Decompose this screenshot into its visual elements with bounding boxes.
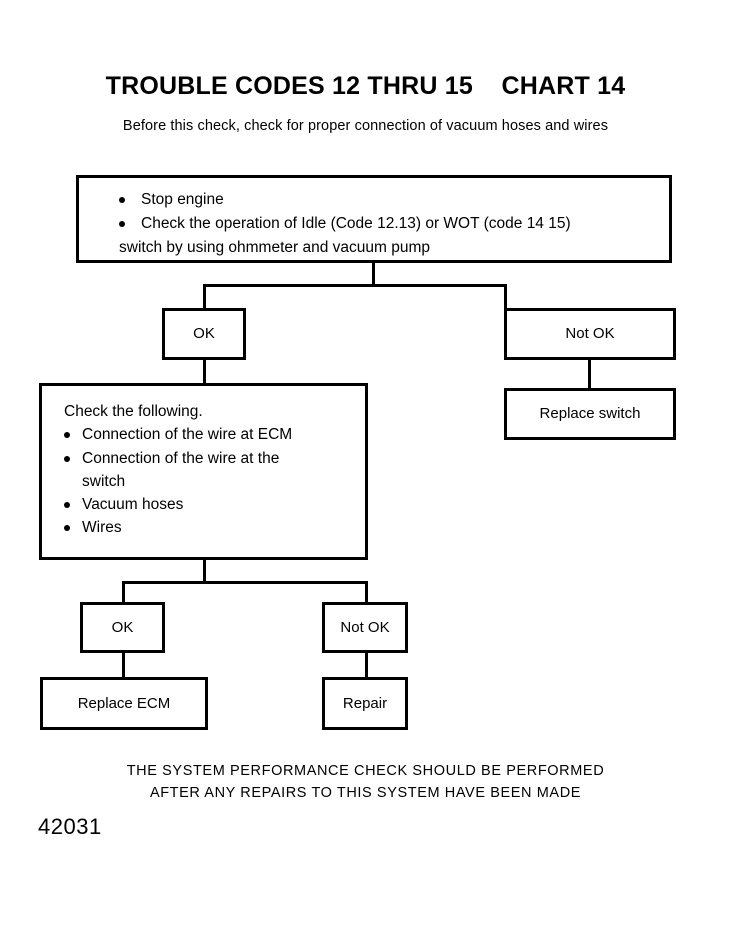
node-repair-label: Repair bbox=[342, 694, 388, 712]
connector-to-ok-2 bbox=[122, 581, 125, 604]
node-checklist: Check the following. Connection of the w… bbox=[39, 383, 368, 560]
checklist-item: Connection of the wire at the bbox=[60, 447, 355, 470]
node-replace-switch: Replace switch bbox=[504, 388, 676, 440]
node-ok-1: OK bbox=[162, 308, 246, 360]
node-not-ok-1: Not OK bbox=[504, 308, 676, 360]
initial-check-line-2: Check the operation of Idle (Code 12.13)… bbox=[119, 212, 657, 236]
connector-split-bar-2 bbox=[122, 581, 368, 584]
initial-check-line-3: switch by using ohmmeter and vacuum pump bbox=[119, 239, 431, 257]
connector-split-bar-1 bbox=[203, 284, 507, 287]
connector-ok2-to-replace-ecm bbox=[122, 653, 125, 678]
checklist-item: Wires bbox=[60, 516, 355, 539]
node-replace-ecm-label: Replace ECM bbox=[77, 694, 171, 712]
node-not-ok-2: Not OK bbox=[322, 602, 408, 653]
connector-to-notok-2 bbox=[365, 581, 368, 604]
connector-to-notok-1 bbox=[504, 284, 507, 310]
node-repair: Repair bbox=[322, 677, 408, 730]
checklist-item: Vacuum hoses bbox=[60, 493, 355, 516]
connector-ok1-to-checklist bbox=[203, 360, 206, 384]
node-ok-2-label: OK bbox=[111, 618, 134, 636]
checklist-item-continuation: switch bbox=[82, 472, 126, 490]
node-not-ok-2-label: Not OK bbox=[340, 618, 390, 636]
footer-note: THE SYSTEM PERFORMANCE CHECK SHOULD BE P… bbox=[0, 760, 731, 805]
checklist-item: Connection of the wire at ECM bbox=[60, 423, 355, 446]
connector-to-ok-1 bbox=[203, 284, 206, 310]
checklist-items: Connection of the wire at ECM Connection… bbox=[60, 423, 355, 539]
footer-note-line-1: THE SYSTEM PERFORMANCE CHECK SHOULD BE P… bbox=[126, 763, 605, 779]
connector-checklist-drop bbox=[203, 560, 206, 584]
connector-notok1-to-replace-switch bbox=[588, 360, 591, 388]
page-title: TROUBLE CODES 12 THRU 15 CHART 14 bbox=[105, 72, 626, 100]
connector-notok2-to-repair bbox=[365, 653, 368, 678]
footer-note-line-2: AFTER ANY REPAIRS TO THIS SYSTEM HAVE BE… bbox=[149, 785, 582, 802]
node-initial-check-body: Stop engine Check the operation of Idle … bbox=[79, 178, 669, 268]
node-ok-2: OK bbox=[80, 602, 165, 653]
node-replace-ecm: Replace ECM bbox=[40, 677, 208, 730]
node-initial-check: Stop engine Check the operation of Idle … bbox=[76, 175, 672, 263]
node-not-ok-1-label: Not OK bbox=[565, 325, 615, 343]
node-replace-switch-label: Replace switch bbox=[539, 405, 641, 423]
checklist-lead: Check the following. bbox=[64, 403, 203, 420]
node-ok-1-label: OK bbox=[193, 325, 215, 343]
initial-check-line-1: Stop engine bbox=[119, 188, 657, 212]
document-number: 42031 bbox=[38, 814, 102, 839]
connector-topbox-drop bbox=[372, 263, 375, 287]
page-subtitle: Before this check, check for proper conn… bbox=[122, 118, 609, 134]
